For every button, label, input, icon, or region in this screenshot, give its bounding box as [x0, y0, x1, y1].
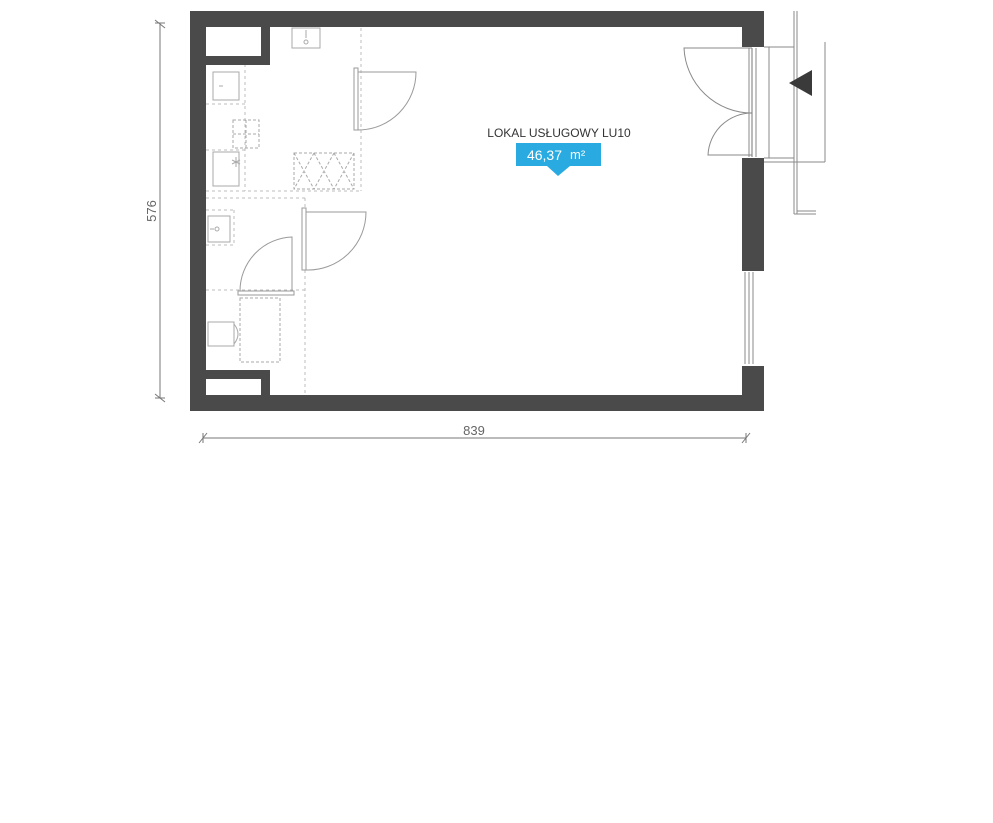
height-dimension	[154, 19, 166, 403]
wall-stub-top	[206, 56, 270, 65]
room-name-label: LOKAL USŁUGOWY LU10	[487, 126, 631, 140]
right-window	[744, 272, 754, 364]
kitchen-door-swing	[357, 71, 417, 131]
wall-left	[190, 11, 206, 410]
height-dimension-label: 576	[144, 200, 159, 222]
bathroom-door-swing	[305, 211, 367, 271]
washbasin-icon	[207, 215, 231, 243]
bathroom-fixtures	[207, 215, 281, 363]
bathroom-door-leaf	[301, 207, 307, 271]
sink-icon	[291, 27, 321, 49]
entrance-door	[683, 47, 757, 157]
interior-doors	[237, 67, 417, 296]
toilet-icon	[207, 321, 235, 347]
entrance-arrow-icon	[789, 70, 812, 96]
wall-top	[190, 11, 764, 27]
exterior-vestibule	[764, 11, 826, 215]
entrance-door-upper-swing	[683, 47, 753, 114]
sink-drain	[303, 39, 309, 45]
fridge-icon	[212, 71, 240, 101]
kitchen-door-leaf	[353, 67, 359, 131]
wc-door-swing	[239, 236, 293, 292]
area-badge: 46,37 m²	[516, 143, 601, 176]
wall-right-top	[742, 11, 764, 47]
wall-stub-bottom-vertical	[261, 370, 270, 395]
area-unit: m²	[570, 147, 586, 162]
wall-right-bottom	[742, 366, 764, 411]
stove-icon	[212, 151, 240, 187]
kitchen-fixtures	[212, 27, 355, 190]
area-value: 46,37	[527, 147, 562, 163]
outer-walls	[190, 11, 764, 411]
wall-right-middle	[742, 158, 764, 271]
counter-icon	[293, 152, 355, 190]
wall-bottom	[190, 395, 764, 411]
width-dimension	[198, 432, 751, 444]
width-dimension-label: 839	[463, 423, 485, 438]
entrance-door-lower-swing	[707, 112, 753, 156]
wall-stub-bottom	[206, 370, 270, 379]
wall-stub-top-vertical	[261, 27, 270, 65]
shower-icon	[239, 297, 281, 363]
wc-door-leaf	[237, 290, 295, 296]
